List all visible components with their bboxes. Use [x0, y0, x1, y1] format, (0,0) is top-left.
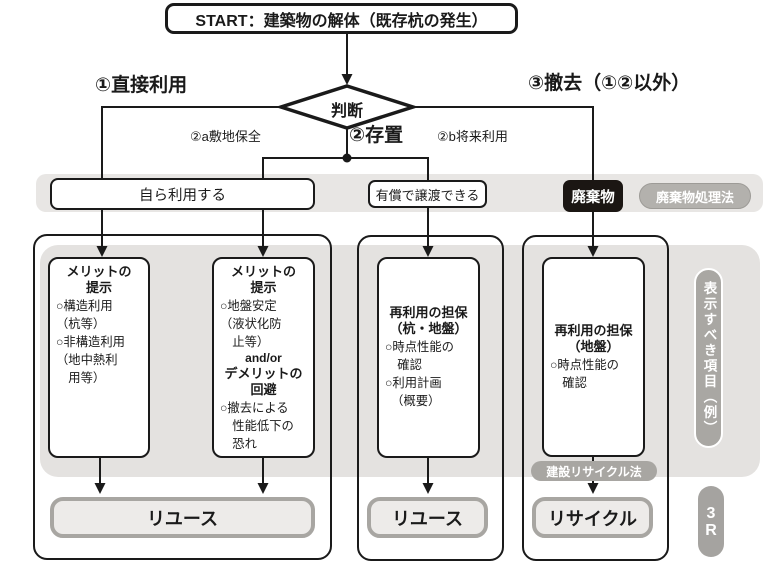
- criteria-body: ○地盤安定 （液状化防 止等）: [220, 299, 282, 349]
- decision-label: 判断: [330, 103, 363, 120]
- paid-transfer-node: 有償で譲渡できる: [368, 180, 487, 208]
- outcome-reuse-left: リユース: [50, 497, 315, 538]
- branch-label-future-use: ②b将来利用: [437, 129, 508, 144]
- outcome-reuse-mid: リユース: [367, 497, 488, 538]
- display-items-side-label: 表示すべき項目（例）: [694, 268, 723, 448]
- criteria-box-reuse-ground: 再利用の担保 （地盤） ○時点性能の 確認: [542, 257, 645, 457]
- branch-label-removal: ③撤去（①②以外）: [528, 73, 691, 94]
- criteria-title-demerit: デメリットの 回避: [224, 366, 303, 397]
- waste-law-badge: 廃棄物処理法: [639, 183, 751, 209]
- and-or-connector: and/or: [245, 351, 282, 365]
- criteria-body: ○時点性能の 確認 ○利用計画 （概要）: [385, 340, 454, 408]
- branch-label-direct-use: ①直接利用: [95, 75, 188, 96]
- group-removal: [522, 235, 669, 561]
- criteria-box-ground-stability: メリットの 提示 ○地盤安定 （液状化防 止等） and/or デメリットの 回…: [212, 257, 315, 458]
- three-r-badge: 3 R: [698, 486, 724, 557]
- criteria-title: メリットの 提示: [230, 264, 296, 295]
- criteria-body: ○構造利用 （杭等） ○非構造利用 （地中熱利 用等）: [56, 299, 125, 385]
- self-use-node: 自ら利用する: [50, 178, 315, 210]
- criteria-title: 再利用の担保 （地盤）: [554, 322, 633, 354]
- criteria-box-reuse-pile-ground: 再利用の担保 （杭・地盤） ○時点性能の 確認 ○利用計画 （概要）: [377, 257, 480, 458]
- branch-label-site-preservation: ②a敷地保全: [190, 129, 261, 144]
- criteria-body: ○時点性能の 確認: [550, 357, 619, 390]
- criteria-title: 再利用の担保 （杭・地盤）: [389, 305, 468, 336]
- criteria-box-structural-use: メリットの 提示 ○構造利用 （杭等） ○非構造利用 （地中熱利 用等）: [48, 257, 150, 458]
- start-node: START：建築物の解体（既存杭の発生）: [165, 3, 518, 34]
- construction-recycle-law-badge: 建設リサイクル法: [531, 461, 657, 481]
- branch-label-leave-in-place: ②存置: [349, 125, 404, 146]
- criteria-title: メリットの 提示: [66, 264, 132, 295]
- junction-dot: [342, 153, 352, 163]
- criteria-body: ○撤去による 性能低下の 恐れ: [220, 401, 294, 451]
- outcome-recycle: リサイクル: [532, 497, 653, 538]
- arrow-to-decision: [341, 74, 353, 85]
- waste-node: 廃棄物: [563, 180, 623, 212]
